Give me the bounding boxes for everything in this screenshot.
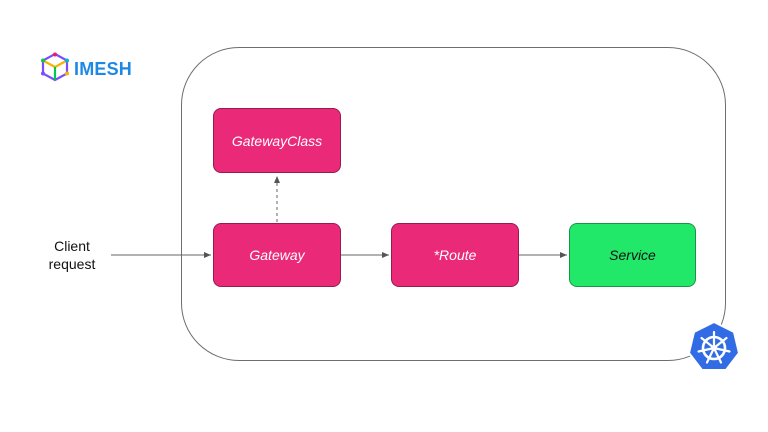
client-label-line1: Client [54, 238, 90, 254]
kubernetes-helm-icon [686, 320, 742, 374]
client-request-label: Client request [32, 237, 112, 273]
service-node: Service [569, 223, 696, 287]
gatewayclass-label: GatewayClass [231, 132, 323, 149]
route-node: *Route [391, 223, 519, 287]
cluster-boundary [181, 47, 726, 361]
brand-name: IMESH [74, 58, 133, 79]
route-label: *Route [433, 247, 477, 263]
service-label: Service [609, 247, 656, 263]
gateway-label: Gateway [249, 247, 305, 263]
gatewayclass-node: GatewayClass [213, 108, 341, 173]
client-label-line2: request [48, 256, 96, 272]
imesh-logo: IMESH [40, 52, 133, 87]
gateway-node: Gateway [213, 223, 341, 287]
cube-network-icon [40, 52, 70, 87]
